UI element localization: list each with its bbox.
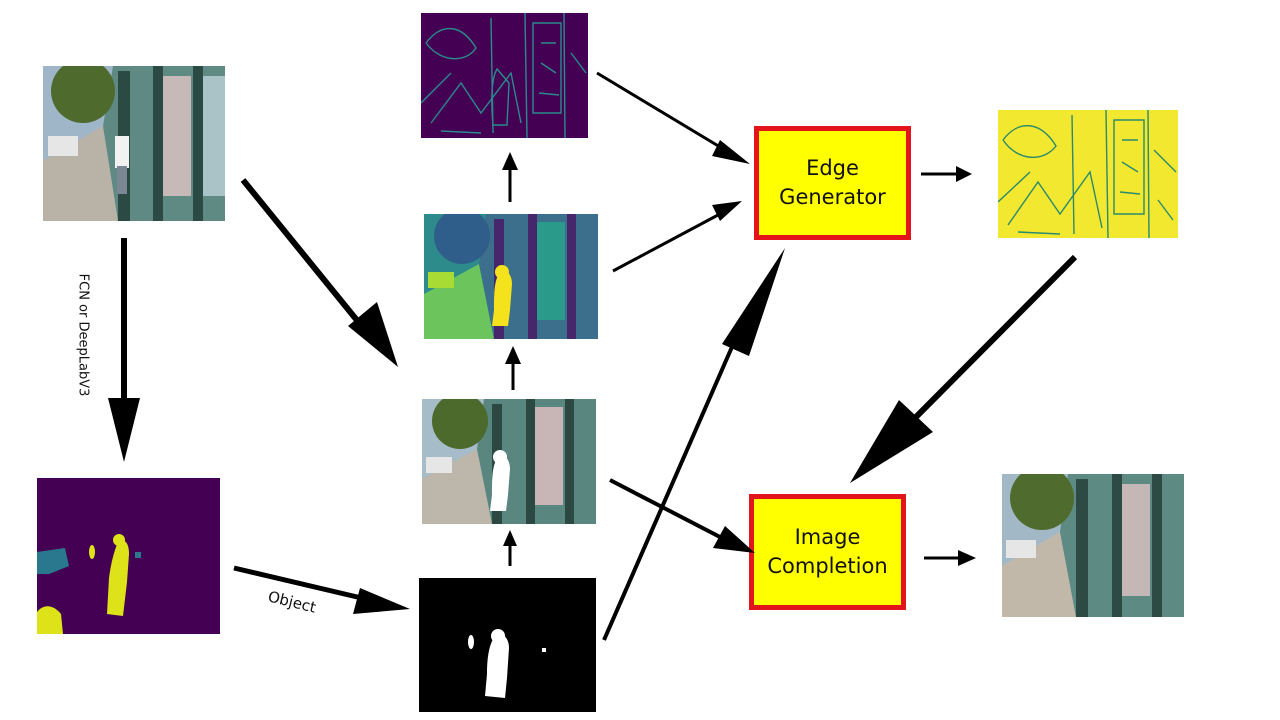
arrow-masked-to-heatmap bbox=[505, 346, 521, 390]
arrow-mask-to-masked bbox=[503, 530, 517, 566]
arrow-heatmap-to-generator bbox=[612, 201, 742, 273]
edge-generator-box: Edge Generator bbox=[754, 126, 911, 240]
edge-generator-line-2: Generator bbox=[779, 185, 886, 209]
image-completion-line-2: Completion bbox=[767, 554, 888, 578]
masked-photo bbox=[422, 399, 596, 524]
arrow-masked-to-completion bbox=[609, 478, 755, 553]
arrow-heatmap-to-edge bbox=[502, 152, 518, 202]
arrow-fcn-down bbox=[108, 238, 140, 462]
arrow-segmentation-to-mask bbox=[233, 565, 410, 614]
arrow-edge-to-generator bbox=[596, 71, 750, 164]
object-mask bbox=[419, 578, 596, 712]
arrow-photo-to-masked bbox=[240, 178, 398, 367]
input-street-photo bbox=[43, 66, 225, 221]
segmentation-map bbox=[37, 478, 220, 634]
arrow-completion-to-output bbox=[924, 550, 976, 566]
arrow-generator-to-edgemap bbox=[921, 166, 972, 182]
image-completion-line-1: Image bbox=[794, 525, 861, 549]
edge-map-dark bbox=[421, 13, 588, 138]
grayscale-heatmap bbox=[424, 214, 598, 339]
arrow-mask-to-generator bbox=[602, 248, 785, 641]
arrow-edgemap-to-completion bbox=[850, 254, 1078, 483]
completed-photo bbox=[1002, 474, 1184, 617]
edge-generator-line-1: Edge bbox=[806, 156, 859, 180]
segmentation-method-label: FCN or DeepLabV3 bbox=[75, 273, 91, 397]
edge-map-completed bbox=[998, 110, 1178, 238]
image-completion-box: Image Completion bbox=[749, 494, 906, 610]
